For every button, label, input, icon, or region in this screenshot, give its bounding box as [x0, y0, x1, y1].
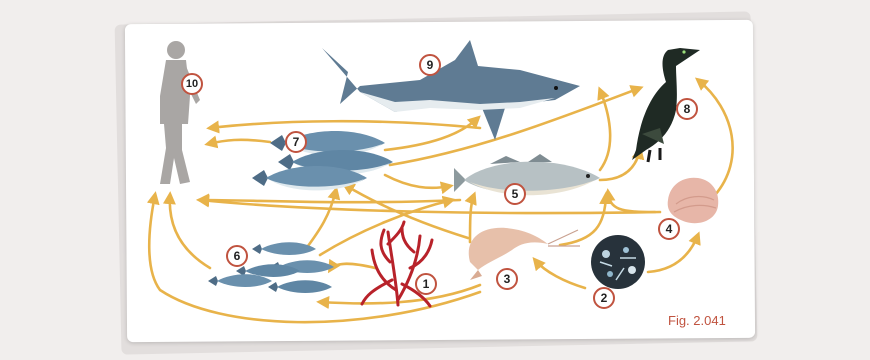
arrow-clam-to-cormorant — [698, 80, 733, 195]
arrow-fish5-to-human — [200, 200, 460, 202]
organism-number-badge-4: 4 — [658, 218, 680, 240]
organism-number-badge-2: 2 — [593, 287, 615, 309]
clam-shell-icon — [668, 178, 719, 224]
mackerel-school-icon — [252, 131, 393, 190]
organism-number-badge-1: 1 — [415, 273, 437, 295]
arrow-clam-to-fish5 — [608, 192, 655, 212]
arrow-seaweed-to-sardine — [330, 264, 375, 270]
organism-number-badge-8: 8 — [676, 98, 698, 120]
human-silhouette-icon — [160, 41, 200, 184]
arrow-fish5-to-cormorant — [600, 150, 640, 180]
fish-icon — [454, 154, 600, 195]
shrimp-icon — [469, 228, 580, 280]
arrow-mackerel-to-fish5 — [385, 175, 450, 188]
organism-number-badge-7: 7 — [285, 131, 307, 153]
arrow-shrimp-to-fish5 — [470, 195, 474, 242]
organism-number-badge-6: 6 — [226, 245, 248, 267]
organism-number-badge-5: 5 — [504, 183, 526, 205]
organism-number-badge-10: 10 — [181, 73, 203, 95]
organism-number-badge-9: 9 — [419, 54, 441, 76]
figure-caption: Fig. 2.041 — [668, 313, 726, 328]
arrow-shark-to-human — [210, 121, 480, 128]
arrow-mackerel-to-human — [208, 140, 270, 144]
organism-number-badge-3: 3 — [496, 268, 518, 290]
arrow-shrimp-to-human — [149, 195, 480, 322]
arrow-plankton-to-shrimp — [535, 260, 585, 288]
arrow-sardine-to-human — [170, 195, 210, 268]
arrow-plankton-to-fish5 — [560, 195, 606, 245]
arrow-sardine-to-mackerel — [305, 190, 336, 250]
plankton-icon — [591, 235, 645, 289]
arrow-plankton-to-clam — [648, 235, 698, 272]
